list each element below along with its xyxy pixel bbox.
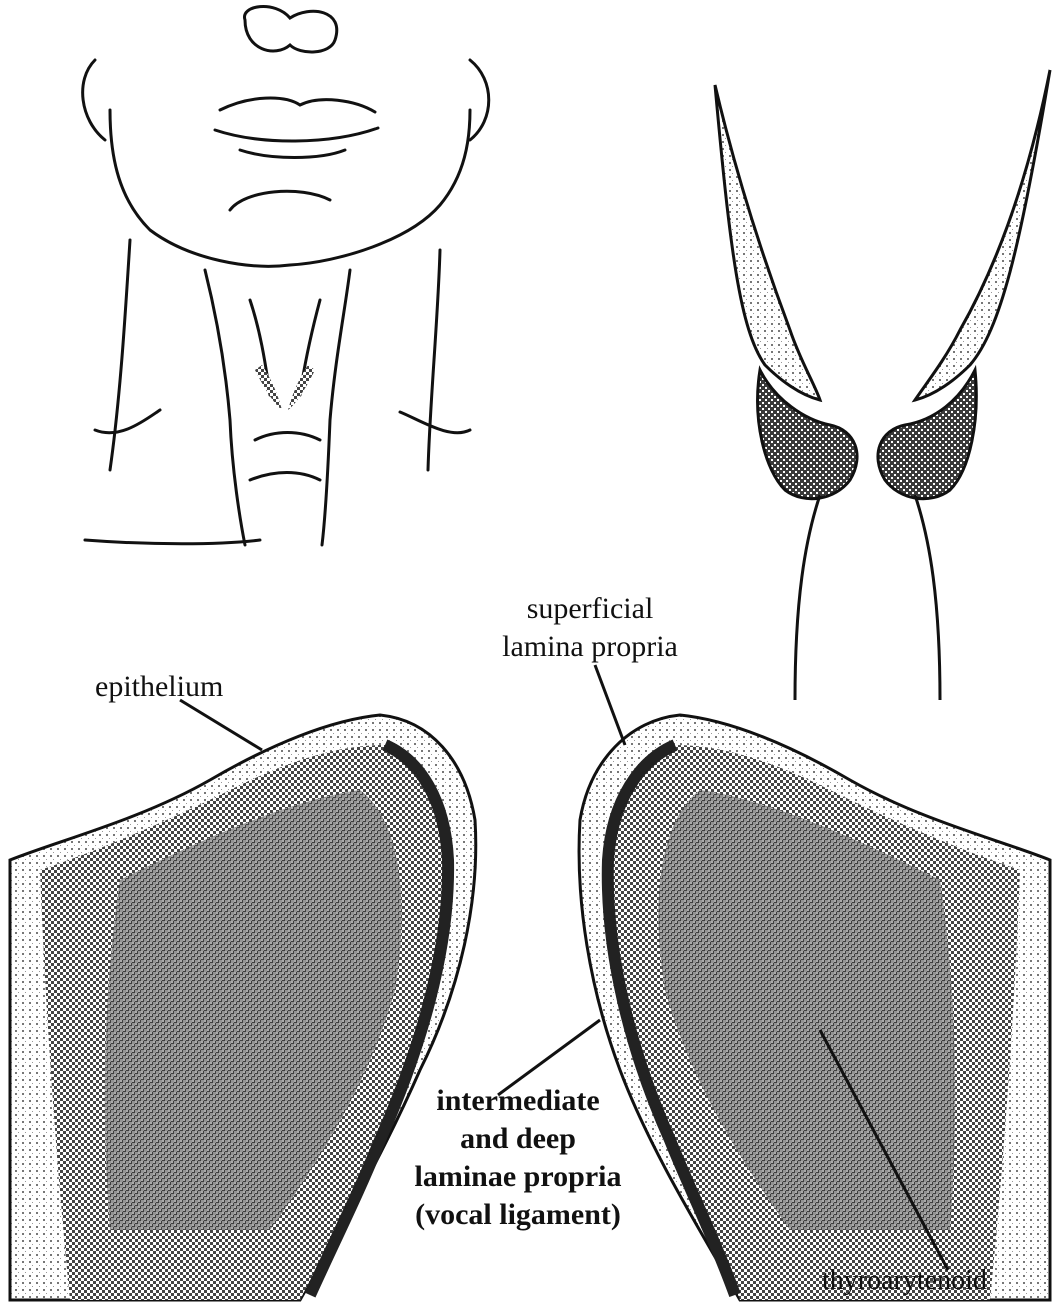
label-superficial-lamina-propria: superficial lamina propria: [470, 590, 710, 666]
label-intermediate-line3: laminae propria: [378, 1158, 658, 1196]
leader-line-epithelium: [180, 700, 262, 750]
label-superficial-line1: superficial: [470, 590, 710, 628]
leader-line-superficial: [595, 665, 625, 745]
neck-sketch: [83, 6, 489, 545]
label-thyroarytenoid: thyroarytenoid: [822, 1262, 987, 1300]
label-intermediate-line2: and deep: [378, 1120, 658, 1158]
label-intermediate-deep-laminae: intermediate and deep laminae propria (v…: [378, 1082, 658, 1234]
vocal-folds-section: [715, 70, 1050, 700]
label-epithelium: epithelium: [95, 668, 223, 706]
label-intermediate-line4: (vocal ligament): [378, 1196, 658, 1234]
label-intermediate-line1: intermediate: [378, 1082, 658, 1120]
neck-larynx-shading: [255, 365, 315, 410]
label-superficial-line2: lamina propria: [470, 628, 710, 666]
